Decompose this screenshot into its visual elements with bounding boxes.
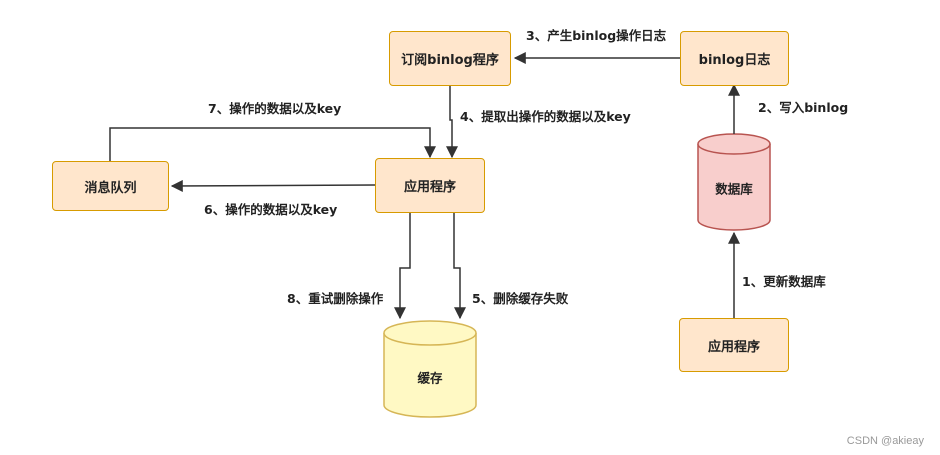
edge-6-arrow (170, 179, 376, 192)
node-message-queue: 消息队列 (52, 161, 169, 211)
node-app-db: 应用程序 (679, 318, 789, 372)
edge-5-label: 5、删除缓存失败 (472, 291, 569, 306)
cache-cylinder (383, 320, 477, 418)
node-subscribe-binlog: 订阅binlog程序 (389, 31, 511, 86)
node-cache-label: 缓存 (417, 370, 443, 386)
node-database-label: 数据库 (715, 181, 753, 197)
edge-8-label: 8、重试删除操作 (287, 291, 384, 306)
edge-1-label: 1、更新数据库 (742, 274, 826, 289)
edge-4-label: 4、提取出操作的数据以及key (460, 109, 631, 124)
watermark: CSDN @akieay (846, 435, 924, 447)
edge-2-label: 2、写入binlog (758, 100, 849, 115)
node-binlog-log: binlog日志 (680, 31, 789, 86)
edge-8-arrow (394, 213, 411, 320)
edge-7-arrow (109, 127, 436, 161)
edge-4-arrow (446, 86, 458, 159)
edge-6-label: 6、操作的数据以及key (204, 202, 338, 217)
edge-5-arrow (453, 213, 466, 320)
node-app-main: 应用程序 (375, 158, 485, 213)
edge-7-label: 7、操作的数据以及key (208, 101, 342, 116)
edge-3-label: 3、产生binlog操作日志 (526, 28, 667, 43)
